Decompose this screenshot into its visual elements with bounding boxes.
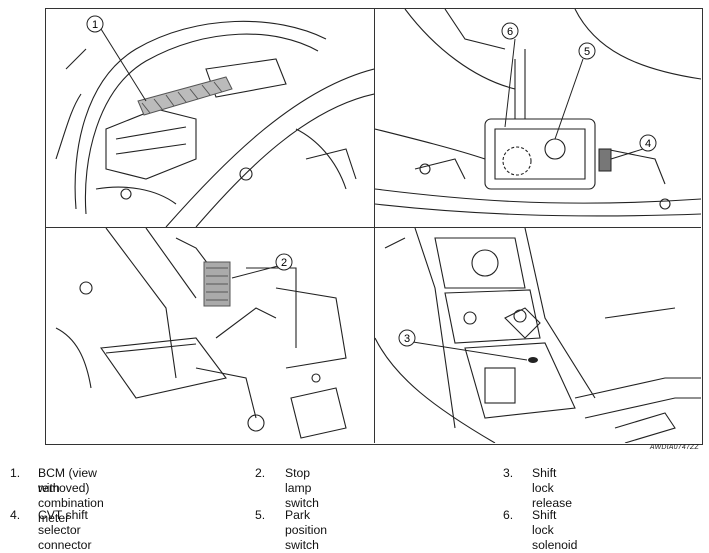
shift-selector-illustration: 6 5 4 bbox=[375, 9, 701, 217]
panel-bcm: 1 bbox=[46, 9, 375, 228]
callout-4: 4 bbox=[645, 138, 651, 150]
legend-number: 5. bbox=[255, 508, 266, 522]
callout-1: 1 bbox=[92, 19, 98, 31]
callout-3: 3 bbox=[404, 333, 410, 345]
legend-text: CVT shift selector connector bbox=[38, 508, 92, 552]
panel-console: 3 bbox=[375, 228, 701, 443]
panel-shift-selector: 6 5 4 bbox=[375, 9, 701, 228]
legend-number: 3. bbox=[503, 466, 514, 480]
legend-text-continued: removed) bbox=[38, 481, 90, 495]
legend-number: 2. bbox=[255, 466, 266, 480]
callout-6: 6 bbox=[507, 26, 513, 38]
legend-number: 4. bbox=[10, 508, 21, 522]
stop-lamp-illustration: 2 bbox=[55, 228, 347, 439]
figure-id: AWDIA0747ZZ bbox=[649, 444, 699, 451]
console-illustration: 3 bbox=[375, 228, 701, 443]
legend-number: 6. bbox=[503, 508, 514, 522]
callout-2: 2 bbox=[281, 257, 287, 269]
legend-text: BCM (view with combination meter bbox=[38, 466, 104, 525]
legend-text: Shift lock solenoid bbox=[532, 508, 578, 552]
legend-text: Shift lock release bbox=[532, 466, 572, 510]
callout-5: 5 bbox=[584, 46, 590, 58]
illustration-figure: 1 bbox=[45, 8, 703, 445]
legend-text: Park position switch bbox=[285, 508, 328, 552]
legend-text: Stop lamp switch bbox=[285, 466, 319, 510]
bcm-illustration: 1 bbox=[55, 15, 374, 227]
legend-number: 1. bbox=[10, 466, 21, 480]
panel-stop-lamp: 2 bbox=[46, 228, 375, 443]
